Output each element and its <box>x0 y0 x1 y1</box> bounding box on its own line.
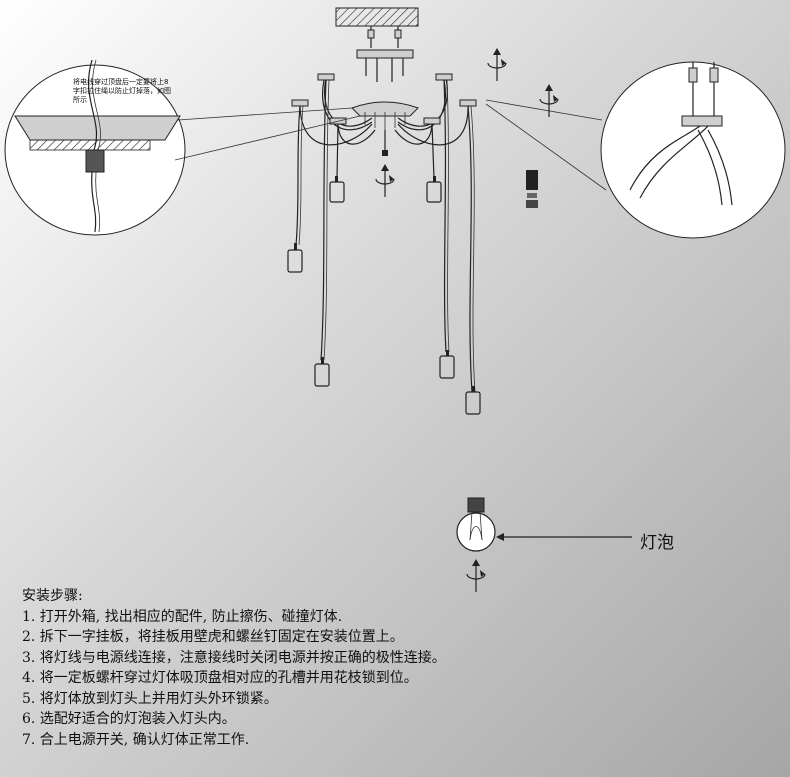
rotate-arrow-icon <box>487 47 507 82</box>
light-bulb-icon <box>456 497 632 552</box>
instruction-steps: 1. 打开外箱, 找出相应的配件, 防止擦伤、碰撞灯体. 2. 拆下一字挂板，将… <box>22 607 762 751</box>
callout-note: 将电线穿过顶盘后一定要将上8字扣拉住绳以防止灯掉落，如图所示 <box>73 78 171 104</box>
instruction-step: 2. 拆下一字挂板，将挂板用壁虎和螺丝钉固定在安装位置上。 <box>22 629 404 645</box>
instruction-step: 5. 将灯体放到灯头上并用灯头外环锁紧。 <box>22 690 278 707</box>
right-detail-callout <box>485 61 786 239</box>
ceiling-hatch <box>335 7 419 27</box>
socket-part <box>526 170 538 208</box>
installation-instructions: 安装步骤: 1. 打开外箱, 找出相应的配件, 防止擦伤、碰撞灯体. 2. 拆下… <box>22 586 762 750</box>
instruction-step: 4. 将一定板螺杆穿过灯体吸顶盘相对应的孔槽并用花枝锁到位。 <box>22 670 418 686</box>
instruction-step: 3. 将灯线与电源线连接，注意接线时关闭电源并按正确的极性连接。 <box>22 649 446 666</box>
mounting-plate <box>356 26 414 82</box>
ceiling-canopy <box>351 101 419 156</box>
instruction-step: 6. 选配好适合的灯泡装入灯头内。 <box>22 711 236 727</box>
bulb-label: 灯泡 <box>640 533 674 553</box>
pendant-cords <box>295 79 476 393</box>
left-detail-callout <box>4 59 361 236</box>
instruction-step: 1. 打开外箱, 找出相应的配件, 防止擦伤、碰撞灯体. <box>22 608 343 625</box>
rotate-arrow-icon <box>375 163 395 198</box>
lamp-sockets <box>287 176 481 415</box>
instruction-step: 7. 合上电源开关, 确认灯体正常工作. <box>22 731 250 748</box>
instructions-title: 安装步骤: <box>22 588 83 604</box>
